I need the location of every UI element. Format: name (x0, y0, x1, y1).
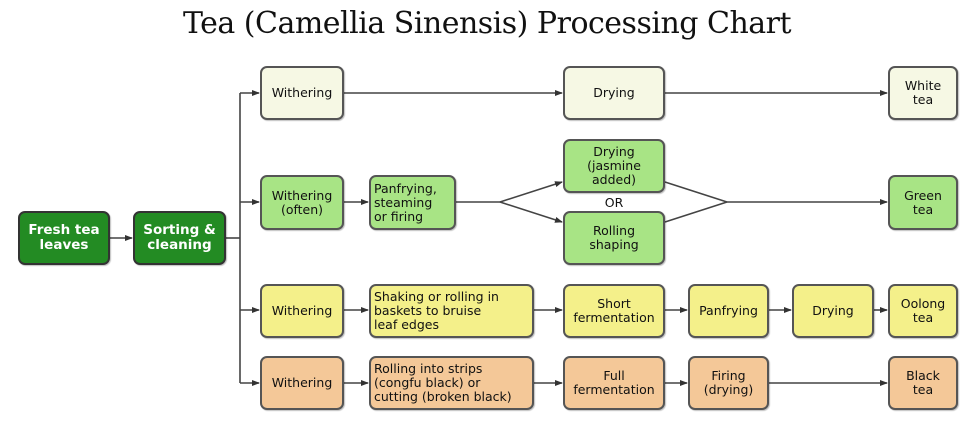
step-oolong-short-fermentation: Short fermentation (563, 284, 665, 338)
step-sorting-cleaning: Sorting & cleaning (133, 211, 226, 265)
step-green-rolling-shaping: Rolling shaping (563, 211, 665, 265)
step-oolong-panfrying: Panfrying (688, 284, 769, 338)
step-oolong-shaking: Shaking or rolling in baskets to bruise … (369, 284, 534, 338)
line-g3b-join (664, 201, 728, 223)
product-black-tea: Black tea (888, 356, 958, 410)
step-green-withering: Withering (often) (260, 175, 344, 230)
step-white-withering: Withering (260, 66, 344, 120)
arrow-split-g3a (499, 181, 563, 203)
line-g3a-join (664, 181, 728, 203)
step-black-withering: Withering (260, 356, 344, 410)
step-green-drying-jasmine: Drying (jasmine added) (563, 139, 665, 193)
step-white-drying: Drying (563, 66, 665, 120)
product-green-tea: Green tea (888, 175, 958, 230)
product-white-tea: White tea (888, 66, 958, 120)
step-fresh-tea-leaves: Fresh tea leaves (18, 211, 110, 265)
step-black-full-fermentation: Full fermentation (563, 356, 665, 410)
step-black-rolling: Rolling into strips (congfu black) or cu… (369, 356, 534, 410)
or-label: OR (604, 195, 624, 210)
step-oolong-withering: Withering (260, 284, 344, 338)
product-oolong-tea: Oolong tea (888, 284, 958, 338)
step-black-firing: Firing (drying) (688, 356, 769, 410)
step-oolong-drying: Drying (792, 284, 874, 338)
arrow-split-g3b (499, 201, 563, 223)
step-green-panfrying: Panfrying, steaming or firing (369, 175, 456, 230)
chart-title: Tea (Camellia Sinensis) Processing Chart (182, 6, 792, 41)
